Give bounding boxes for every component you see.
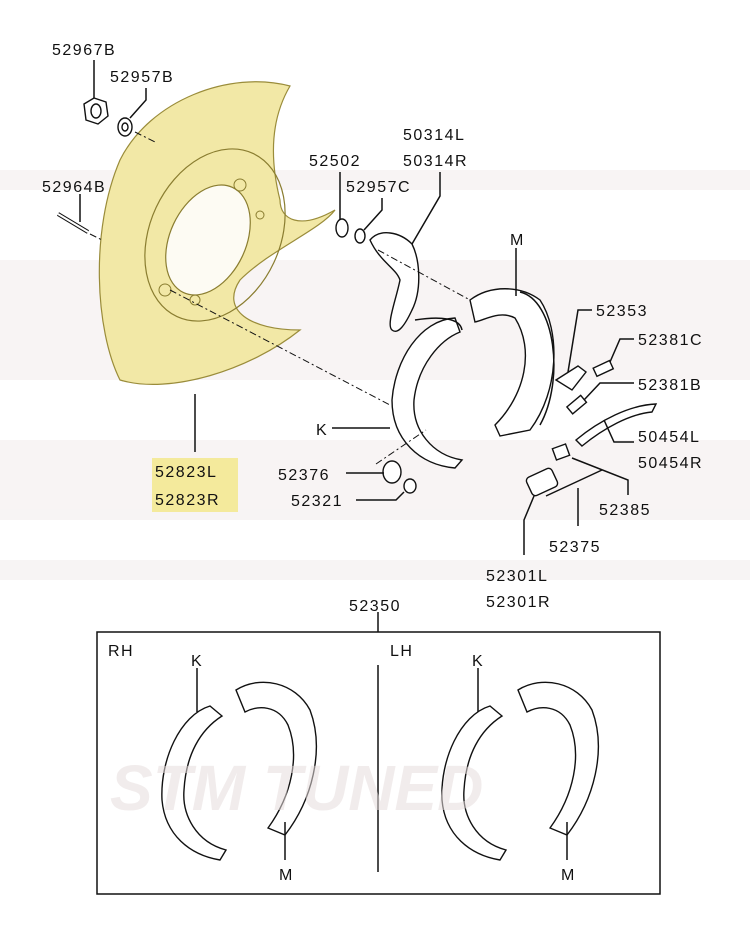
label-52964B[interactable]: 52964B [42,179,106,196]
bolt-52964B [56,212,90,234]
shoe-m [469,288,555,437]
label-k[interactable]: K [316,422,328,439]
label-52957B[interactable]: 52957B [110,69,174,86]
label-52376[interactable]: 52376 [278,467,330,484]
rh-shoe-k [161,705,228,861]
label-52823L[interactable]: 52823L [155,464,217,481]
backing-plate [98,81,336,385]
label-52381C[interactable]: 52381C [638,332,703,349]
label-52385[interactable]: 52385 [599,502,651,519]
label-50314L[interactable]: 50314L [403,127,465,144]
label-52321[interactable]: 52321 [291,493,343,510]
label-lh-k[interactable]: K [472,653,484,670]
watermark-text: STM TUNED [110,752,483,824]
label-rh-m[interactable]: M [279,867,294,884]
label-52375[interactable]: 52375 [549,539,601,556]
label-50314R[interactable]: 50314R [403,153,468,170]
label-52823R[interactable]: 52823R [155,492,220,509]
lh-shoe-m [517,681,599,836]
highlight-52823 [152,458,238,512]
label-m[interactable]: M [510,232,525,249]
label-52350[interactable]: 52350 [349,598,401,615]
label-50454L[interactable]: 50454L [638,429,700,446]
label-52301R[interactable]: 52301R [486,594,551,611]
label-50454R[interactable]: 50454R [638,455,703,472]
label-lh: LH [390,643,413,660]
label-lh-m[interactable]: M [561,867,576,884]
label-52957C[interactable]: 52957C [346,179,411,196]
label-rh-k[interactable]: K [191,653,203,670]
label-52381B[interactable]: 52381B [638,377,702,394]
label-52502[interactable]: 52502 [309,153,361,170]
washer-52957B [117,117,133,137]
shoe-k [391,317,464,469]
label-rh: RH [108,643,134,660]
label-52967B[interactable]: 52967B [52,42,116,59]
label-52353[interactable]: 52353 [596,303,648,320]
nut-52967B [83,97,109,125]
label-52301L[interactable]: 52301L [486,568,548,585]
lh-shoe-k [441,705,508,861]
